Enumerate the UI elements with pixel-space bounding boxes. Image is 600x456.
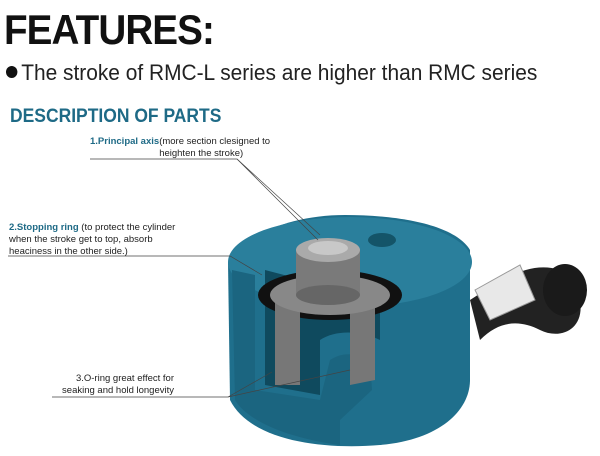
part-label-o-ring: 3.O-ring great effect for seaking and ho…	[62, 373, 174, 396]
part-label-stopping-ring: 2.Stopping ring (to protect the cylinder…	[9, 222, 176, 257]
principal-axis	[270, 238, 390, 315]
feature-bullet: The stroke of RMC-L series are higher th…	[6, 60, 537, 86]
hose-fitting	[470, 264, 587, 340]
part-label-principal-axis: 1.Principal axis(more section clesigned …	[90, 136, 271, 159]
feature-text: The stroke of RMC-L series are higher th…	[21, 60, 538, 85]
section-heading: DESCRIPTION OF PARTS	[10, 106, 222, 127]
bullet-icon	[6, 66, 18, 78]
page-title: FEATURES:	[4, 6, 215, 53]
leader-lines	[8, 158, 351, 398]
